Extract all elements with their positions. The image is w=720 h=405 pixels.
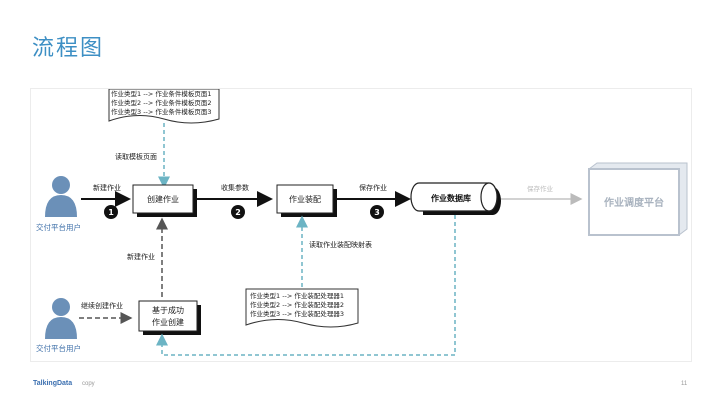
template-doc-line: 作业类型3 --> 作业条件模板页面3 xyxy=(111,107,212,116)
job-database: 作业数据库 xyxy=(410,182,501,215)
user-icon-bottom xyxy=(45,298,77,339)
mapping-doc-line: 作业类型1 --> 作业装配处理器1 xyxy=(250,291,344,300)
actor-label-top: 交付平台用户 xyxy=(36,222,81,232)
success-based-box: 基于成功 作业创建 xyxy=(138,300,201,335)
assemble-job-box: 作业装配 xyxy=(276,184,337,217)
user-icon-top xyxy=(45,176,77,217)
new-job-vertical-label: 新建作业 xyxy=(127,252,155,261)
actor-label-bottom: 交付平台用户 xyxy=(36,343,81,353)
template-doc-line: 作业类型1 --> 作业条件模板页面1 xyxy=(111,89,212,98)
scheduler-label: 作业调度平台 xyxy=(604,196,664,209)
mapping-doc-line: 作业类型3 --> 作业装配处理器3 xyxy=(250,309,344,318)
new-job-label: 新建作业 xyxy=(93,183,121,192)
step-badge-2: 2 xyxy=(231,205,245,219)
scheduler-box: 作业调度平台 xyxy=(588,162,688,236)
collect-params-label: 收集参数 xyxy=(221,183,249,192)
template-document: 作业类型1 --> 作业条件模板页面1 作业类型2 --> 作业条件模板页面2 … xyxy=(108,89,220,124)
mapping-document: 作业类型1 --> 作业装配处理器1 作业类型2 --> 作业装配处理器2 作业… xyxy=(245,288,359,328)
create-job-label: 创建作业 xyxy=(147,194,179,204)
database-feedback-loop xyxy=(156,215,456,356)
flowchart-canvas: 作业类型1 --> 作业条件模板页面1 作业类型2 --> 作业条件模板页面2 … xyxy=(30,88,692,362)
success-label-line2: 作业创建 xyxy=(152,317,184,327)
step-badge-3: 3 xyxy=(370,205,384,219)
step-1-number: 1 xyxy=(108,208,114,217)
slide-title: 流程图 xyxy=(32,36,105,61)
footer-logo: TalkingData xyxy=(33,380,73,387)
page-number: 11 xyxy=(681,381,688,387)
save-job-faded-label: 保存作业 xyxy=(527,184,554,193)
read-template-label: 读取模板页面 xyxy=(115,152,157,161)
create-job-box: 创建作业 xyxy=(132,184,197,217)
flowchart: 作业类型1 --> 作业条件模板页面1 作业类型2 --> 作业条件模板页面2 … xyxy=(36,89,688,356)
success-label-line1: 基于成功 xyxy=(152,305,184,315)
assemble-job-label: 作业装配 xyxy=(289,194,321,204)
step-3-number: 3 xyxy=(374,208,380,217)
step-badge-1: 1 xyxy=(104,205,118,219)
mapping-doc-line: 作业类型2 --> 作业装配处理器2 xyxy=(250,300,344,309)
footer-copy: copy xyxy=(82,381,95,387)
save-job-label: 保存作业 xyxy=(359,183,387,192)
template-doc-line: 作业类型2 --> 作业条件模板页面2 xyxy=(111,98,212,107)
step-2-number: 2 xyxy=(235,208,241,217)
read-mapping-label: 读取作业装配映射表 xyxy=(309,240,372,249)
database-label: 作业数据库 xyxy=(431,193,471,203)
continue-create-label: 继续创建作业 xyxy=(81,301,123,310)
